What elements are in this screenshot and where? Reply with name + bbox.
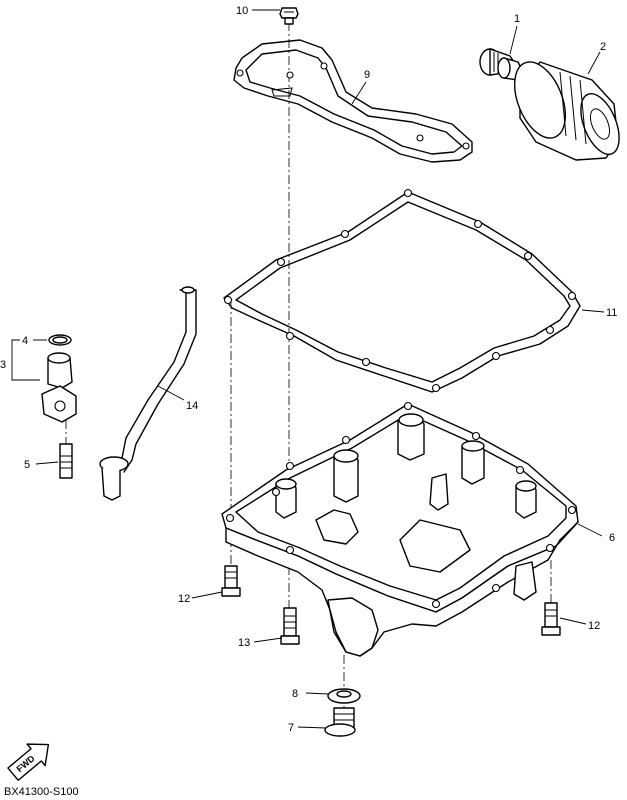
callout-4: 4 bbox=[22, 335, 28, 347]
strainer-plate-9 bbox=[233, 39, 473, 163]
callout-10: 10 bbox=[236, 5, 248, 17]
oil-pan-6 bbox=[221, 401, 579, 657]
callout-1: 1 bbox=[514, 13, 520, 25]
callout-5: 5 bbox=[24, 459, 30, 471]
callout-3: 3 bbox=[0, 359, 6, 371]
o-ring-4 bbox=[48, 334, 72, 346]
callout-12-right: 12 bbox=[588, 620, 600, 632]
callout-11: 11 bbox=[606, 307, 617, 319]
callout-9: 9 bbox=[364, 69, 370, 81]
callout-2: 2 bbox=[600, 41, 606, 53]
oil-pan-gasket-11 bbox=[223, 188, 581, 393]
callout-6: 6 bbox=[609, 532, 615, 544]
leader-lines bbox=[11, 9, 605, 729]
bolt-5 bbox=[59, 443, 73, 479]
diagram-code: BX41300-S100 bbox=[4, 786, 79, 798]
oil-pipe-14 bbox=[99, 286, 197, 501]
bolt-12-left bbox=[221, 565, 241, 597]
bolt-10 bbox=[279, 7, 299, 25]
drain-plug-7 bbox=[324, 707, 356, 737]
callout-7: 7 bbox=[288, 722, 294, 734]
callout-12-left: 12 bbox=[178, 593, 190, 605]
fwd-arrow-icon: FWD bbox=[7, 743, 50, 781]
callout-13: 13 bbox=[238, 637, 250, 649]
bolt-12-right bbox=[541, 602, 561, 636]
bolt-13 bbox=[280, 607, 300, 645]
oil-switch-assembly-3 bbox=[41, 334, 77, 479]
oil-filter-2 bbox=[513, 61, 620, 161]
callout-14: 14 bbox=[186, 400, 198, 412]
callout-8: 8 bbox=[292, 688, 298, 700]
washer-8 bbox=[327, 688, 361, 704]
